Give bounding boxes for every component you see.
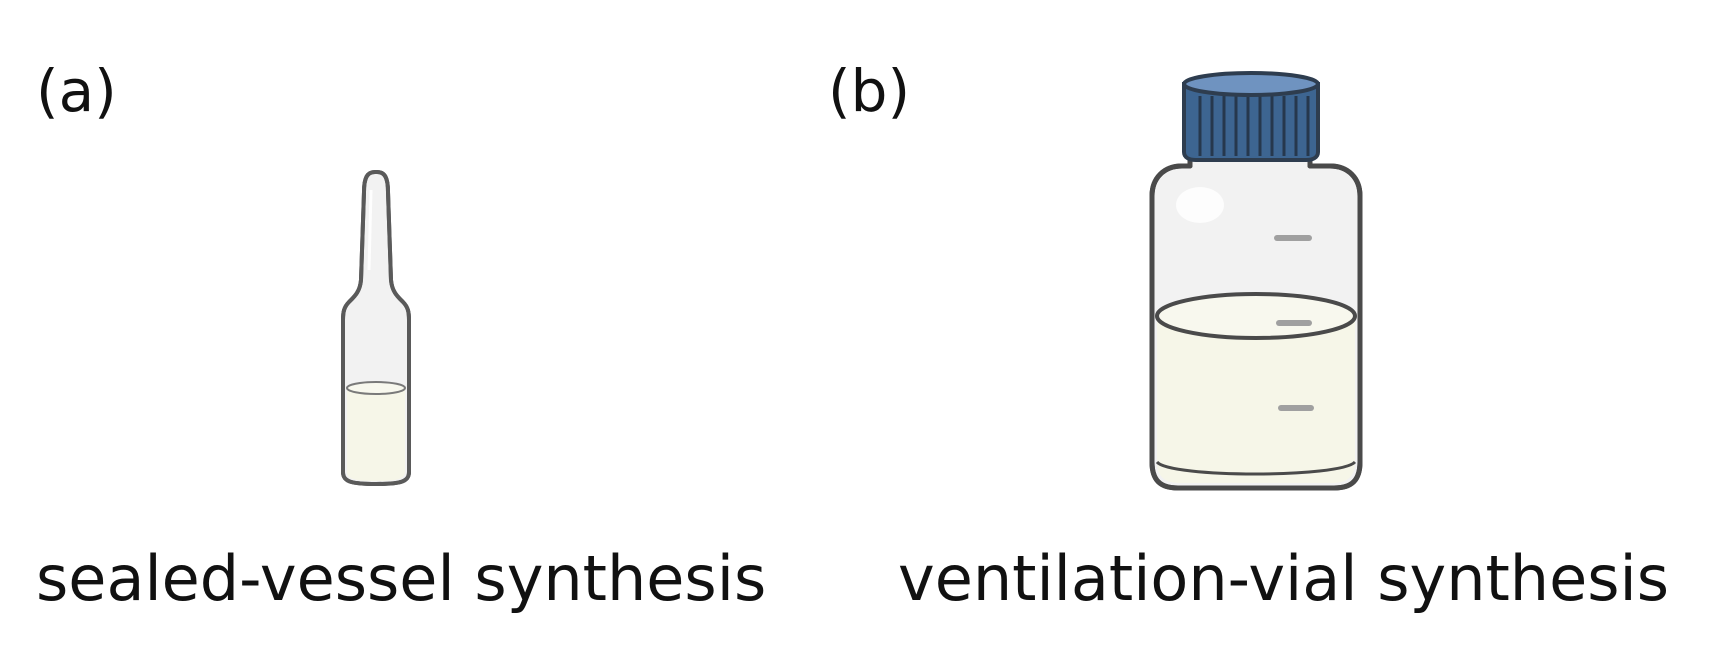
- caption-b: ventilation-vial synthesis: [898, 542, 1670, 615]
- vial-icon: [1149, 147, 1363, 491]
- ampoule-icon: [341, 170, 411, 486]
- graduation-mark: [1278, 405, 1314, 411]
- caption-a: sealed-vessel synthesis: [36, 542, 767, 615]
- graduation-mark: [1274, 235, 1312, 241]
- screw-cap-icon: [1182, 71, 1320, 162]
- graduation-mark: [1276, 320, 1312, 326]
- panel-label-a: (a): [36, 57, 117, 125]
- ampoule-meniscus: [346, 381, 406, 395]
- vial-liquid: [1157, 316, 1355, 483]
- panel-label-b: (b): [828, 57, 911, 125]
- ampoule-liquid: [347, 388, 405, 481]
- vial-meniscus: [1155, 292, 1357, 340]
